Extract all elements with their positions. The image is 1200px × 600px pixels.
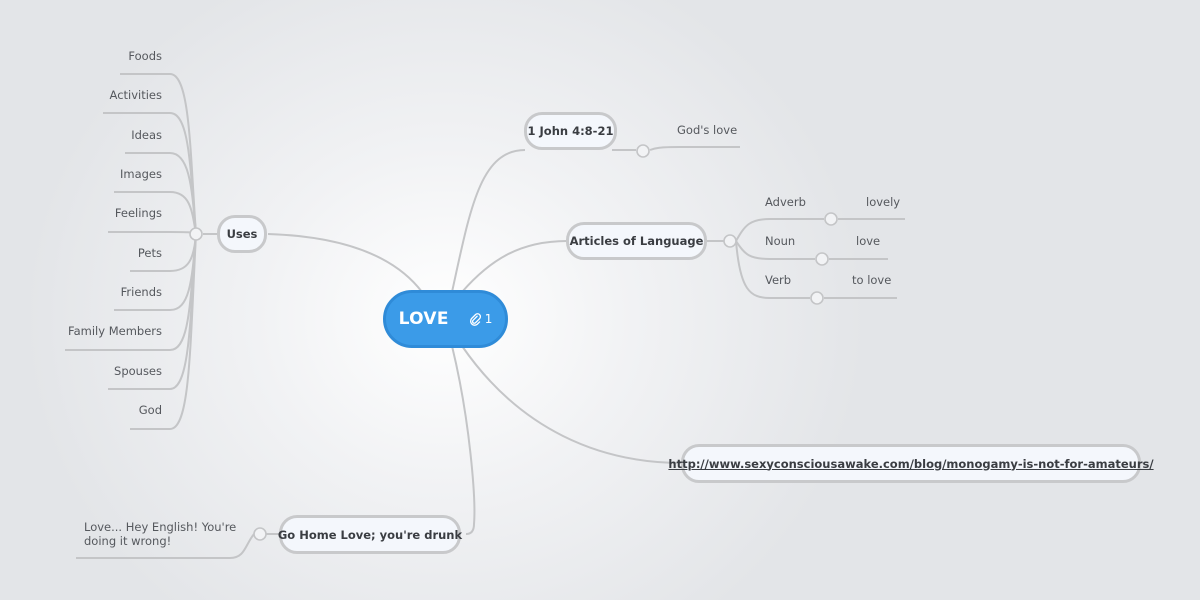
node-uses[interactable]: Uses bbox=[217, 215, 267, 253]
leaf-noun[interactable]: Noun bbox=[765, 234, 796, 248]
node-articles-label: Articles of Language bbox=[569, 234, 704, 248]
url-link[interactable]: http://www.sexyconsciousawake.com/blog/m… bbox=[668, 456, 1154, 471]
leaf-feelings[interactable]: Feelings bbox=[114, 206, 162, 220]
leaf-spouses[interactable]: Spouses bbox=[114, 364, 162, 378]
leaf-activities[interactable]: Activities bbox=[109, 88, 162, 102]
attachment-indicator[interactable]: 1 bbox=[469, 312, 493, 326]
attachment-count: 1 bbox=[484, 312, 493, 326]
node-1-john[interactable]: 1 John 4:8-21 bbox=[524, 112, 617, 150]
leaf-love[interactable]: love bbox=[856, 234, 881, 248]
leaf-foods[interactable]: Foods bbox=[128, 49, 162, 63]
leaf-ideas[interactable]: Ideas bbox=[131, 128, 162, 142]
leaf-family-members[interactable]: Family Members bbox=[68, 324, 162, 338]
leaf-hey-english-line1: Love... Hey English! You're bbox=[84, 520, 237, 534]
paperclip-icon bbox=[469, 312, 481, 326]
leaf-verb[interactable]: Verb bbox=[765, 273, 792, 287]
leaf-images[interactable]: Images bbox=[119, 167, 162, 181]
leaf-lovely[interactable]: lovely bbox=[866, 195, 901, 209]
root-node-title: LOVE bbox=[398, 309, 449, 329]
leaf-hey-english-line2: doing it wrong! bbox=[84, 534, 172, 548]
leaf-to-love[interactable]: to love bbox=[852, 273, 892, 287]
node-1-john-label: 1 John 4:8-21 bbox=[527, 124, 614, 138]
leaf-pets[interactable]: Pets bbox=[137, 246, 162, 260]
leaf-friends[interactable]: Friends bbox=[120, 285, 162, 299]
leaf-hey-english[interactable]: Love... Hey English! You're doing it wro… bbox=[84, 520, 236, 548]
node-go-home[interactable]: Go Home Love; you're drunk bbox=[277, 515, 463, 554]
node-articles-of-language[interactable]: Articles of Language bbox=[566, 222, 707, 260]
leaf-gods-love[interactable]: God's love bbox=[677, 123, 738, 137]
node-uses-label: Uses bbox=[226, 227, 258, 241]
node-url-link[interactable]: http://www.sexyconsciousawake.com/blog/m… bbox=[668, 444, 1154, 483]
root-node-love[interactable]: LOVE 1 bbox=[383, 290, 508, 348]
leaf-adverb[interactable]: Adverb bbox=[765, 195, 806, 209]
leaf-god[interactable]: God bbox=[138, 403, 162, 417]
node-go-home-label: Go Home Love; you're drunk bbox=[277, 527, 463, 542]
